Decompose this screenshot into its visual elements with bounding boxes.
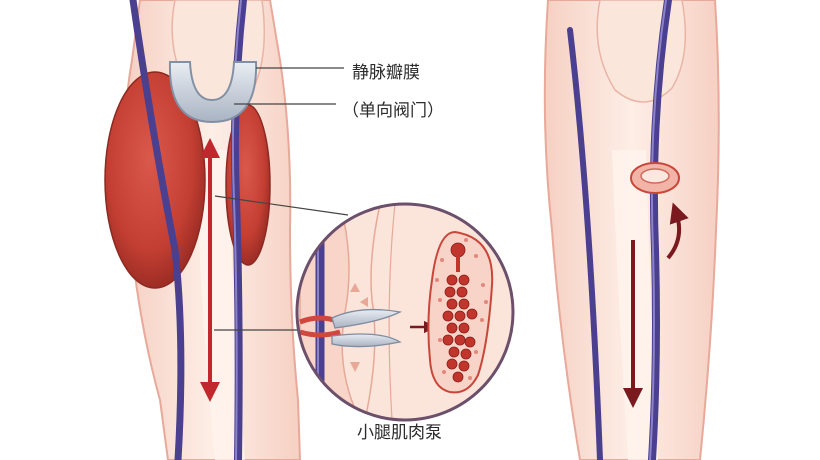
right-leg-vein-main	[648, 0, 672, 460]
valve-leaflet-upper	[331, 308, 403, 329]
zoom-inset	[295, 202, 515, 422]
label-venous-valve: 静脉瓣膜	[352, 63, 420, 83]
label-calf-muscle-pump: 小腿肌肉泵	[357, 423, 442, 443]
valve-leaflet-lower	[331, 333, 402, 348]
right-leg-vein-secondary	[567, 27, 603, 460]
upward-return-arrow	[666, 202, 689, 260]
leader-line-zoom-top	[214, 195, 349, 216]
right-leg	[543, 0, 720, 460]
left-leg	[104, 0, 302, 460]
label-one-way-valve: （单向阀门）	[342, 101, 444, 121]
deep-vein-left	[129, 0, 185, 460]
zoom-inset-border	[295, 202, 515, 422]
venous-valve-illustration	[168, 61, 258, 124]
